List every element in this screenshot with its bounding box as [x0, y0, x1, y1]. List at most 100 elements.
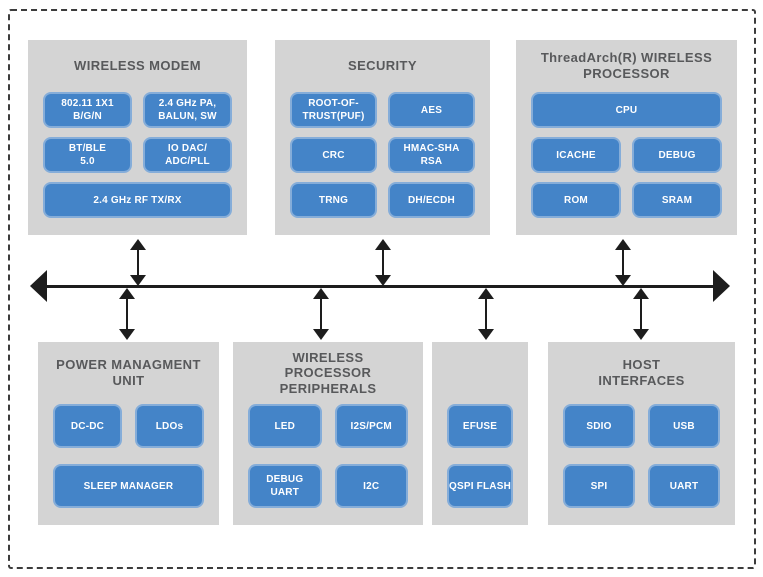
connector-line: [622, 250, 624, 275]
box-title-wireless-processor-peripherals: WIRELESS PROCESSOR PERIPHERALS: [279, 349, 377, 396]
block-grid: ROOT-OF- TRUST(PUF) AES CRC HMAC-SHA RSA TRN…: [290, 92, 475, 218]
block-aes: AES: [388, 92, 475, 128]
block-2-4-ghz-rf-tx-rx: 2.4 GHz RF TX/RX: [43, 182, 232, 218]
block-spi: SPI: [563, 464, 635, 508]
block-grid: CPU ICACHE DEBUG ROM SRAM: [531, 92, 722, 218]
block-sleep-manager: SLEEP MANAGER: [53, 464, 204, 508]
arrow-up-icon: [130, 239, 146, 250]
block-row: CRC HMAC-SHA RSA: [290, 137, 475, 173]
block-row: CPU: [531, 92, 722, 128]
block-uart: UART: [648, 464, 720, 508]
block-row: ROOT-OF- TRUST(PUF) AES: [290, 92, 475, 128]
block-i2s-pcm: I2S/PCM: [334, 404, 408, 448]
bus-connector-efuse-qspi-flash: [478, 288, 494, 340]
arrow-down-icon: [375, 275, 391, 286]
block-row: ROM SRAM: [531, 182, 722, 218]
block-row: QSPI FLASH: [447, 464, 513, 508]
block-row: LED I2S/PCM: [248, 404, 408, 448]
block-row: EFUSE: [447, 404, 513, 448]
block-dh-ecdh: DH/ECDH: [388, 182, 475, 218]
block-sdio: SDIO: [563, 404, 635, 448]
box-host-interfaces: HOST INTERFACES SDIO USB SPI UART: [548, 342, 735, 525]
block-row: TRNG DH/ECDH: [290, 182, 475, 218]
block-trng: TRNG: [290, 182, 377, 218]
block-grid: LED I2S/PCM DEBUG UART I2C: [248, 404, 408, 508]
arrow-up-icon: [313, 288, 329, 299]
box-title-wireless-modem: WIRELESS MODEM: [74, 58, 201, 74]
bus-connector-power-management-unit: [119, 288, 135, 340]
connector-line: [320, 299, 322, 329]
bus-connector-threadarch-wireless-processor: [615, 239, 631, 286]
connector-line: [382, 250, 384, 275]
bus-line: [43, 285, 717, 288]
arrow-up-icon: [375, 239, 391, 250]
connector-line: [137, 250, 139, 275]
box-efuse-qspi-flash: EFUSE QSPI FLASH: [432, 342, 528, 525]
arrow-up-icon: [119, 288, 135, 299]
block-ldos: LDOs: [135, 404, 204, 448]
arrow-down-icon: [478, 329, 494, 340]
box-wireless-processor-peripherals: WIRELESS PROCESSOR PERIPHERALS LED I2S/PCM…: [233, 342, 423, 525]
connector-line: [485, 299, 487, 329]
block-io-dac-adc-pll: IO DAC/ ADC/PLL: [143, 137, 232, 173]
bus-connector-wireless-modem: [130, 239, 146, 286]
arrow-down-icon: [313, 329, 329, 340]
block-row: DEBUG UART I2C: [248, 464, 408, 508]
block-icache: ICACHE: [531, 137, 621, 173]
bus-connector-host-interfaces: [633, 288, 649, 340]
block-debug-uart: DEBUG UART: [248, 464, 322, 508]
block-2-4-ghz-pa-balun-sw: 2.4 GHz PA, BALUN, SW: [143, 92, 232, 128]
block-row: ICACHE DEBUG: [531, 137, 722, 173]
block-row: DC-DC LDOs: [53, 404, 204, 448]
box-security: SECURITY ROOT-OF- TRUST(PUF) AES CRC HMAC-SH…: [275, 40, 490, 235]
box-title-efuse-qspi-flash: [447, 342, 513, 404]
box-title-security: SECURITY: [348, 58, 417, 74]
block-row: 2.4 GHz RF TX/RX: [43, 182, 232, 218]
block-debug: DEBUG: [632, 137, 722, 173]
block-qspi-flash: QSPI FLASH: [447, 464, 513, 508]
block-dc-dc: DC-DC: [53, 404, 122, 448]
box-title-host-interfaces: HOST INTERFACES: [598, 357, 685, 388]
arrow-up-icon: [633, 288, 649, 299]
arrow-down-icon: [633, 329, 649, 340]
arrow-down-icon: [130, 275, 146, 286]
bus-connector-wireless-processor-peripherals: [313, 288, 329, 340]
dashed-border-frame: [8, 9, 756, 569]
arrow-down-icon: [119, 329, 135, 340]
box-title-threadarch-wireless-processor: ThreadArch(R) WIRELESS PROCESSOR: [540, 50, 713, 81]
block-grid: SDIO USB SPI UART: [563, 404, 720, 508]
block-row: BT/BLE 5.0 IO DAC/ ADC/PLL: [43, 137, 232, 173]
block-grid: EFUSE QSPI FLASH: [447, 404, 513, 508]
block-led: LED: [248, 404, 322, 448]
connector-line: [126, 299, 128, 329]
block-efuse: EFUSE: [447, 404, 513, 448]
system-bus: [30, 270, 730, 302]
bus-arrow-left-icon: [30, 270, 47, 302]
block-row: SLEEP MANAGER: [53, 464, 204, 508]
arrow-up-icon: [615, 239, 631, 250]
block-bt-ble-5-0: BT/BLE 5.0: [43, 137, 132, 173]
block-802-11-1x1-b-g-n: 802.11 1X1 B/G/N: [43, 92, 132, 128]
box-threadarch-wireless-processor: ThreadArch(R) WIRELESS PROCESSOR CPU ICACH…: [516, 40, 737, 235]
arrow-down-icon: [615, 275, 631, 286]
block-sram: SRAM: [632, 182, 722, 218]
block-root-of-trust-puf: ROOT-OF- TRUST(PUF): [290, 92, 377, 128]
box-wireless-modem: WIRELESS MODEM 802.11 1X1 B/G/N 2.4 GHz PA…: [28, 40, 247, 235]
block-i2c: I2C: [334, 464, 408, 508]
block-rom: ROM: [531, 182, 621, 218]
block-row: SPI UART: [563, 464, 720, 508]
block-crc: CRC: [290, 137, 377, 173]
box-title-power-management-unit: POWER MANAGMENT UNIT: [56, 357, 201, 388]
block-grid: 802.11 1X1 B/G/N 2.4 GHz PA, BALUN, SW BT/…: [43, 92, 232, 218]
block-row: SDIO USB: [563, 404, 720, 448]
bus-arrow-right-icon: [713, 270, 730, 302]
bus-connector-security: [375, 239, 391, 286]
block-usb: USB: [648, 404, 720, 448]
connector-line: [640, 299, 642, 329]
block-hmac-sha-rsa: HMAC-SHA RSA: [388, 137, 475, 173]
block-row: 802.11 1X1 B/G/N 2.4 GHz PA, BALUN, SW: [43, 92, 232, 128]
block-cpu: CPU: [531, 92, 722, 128]
